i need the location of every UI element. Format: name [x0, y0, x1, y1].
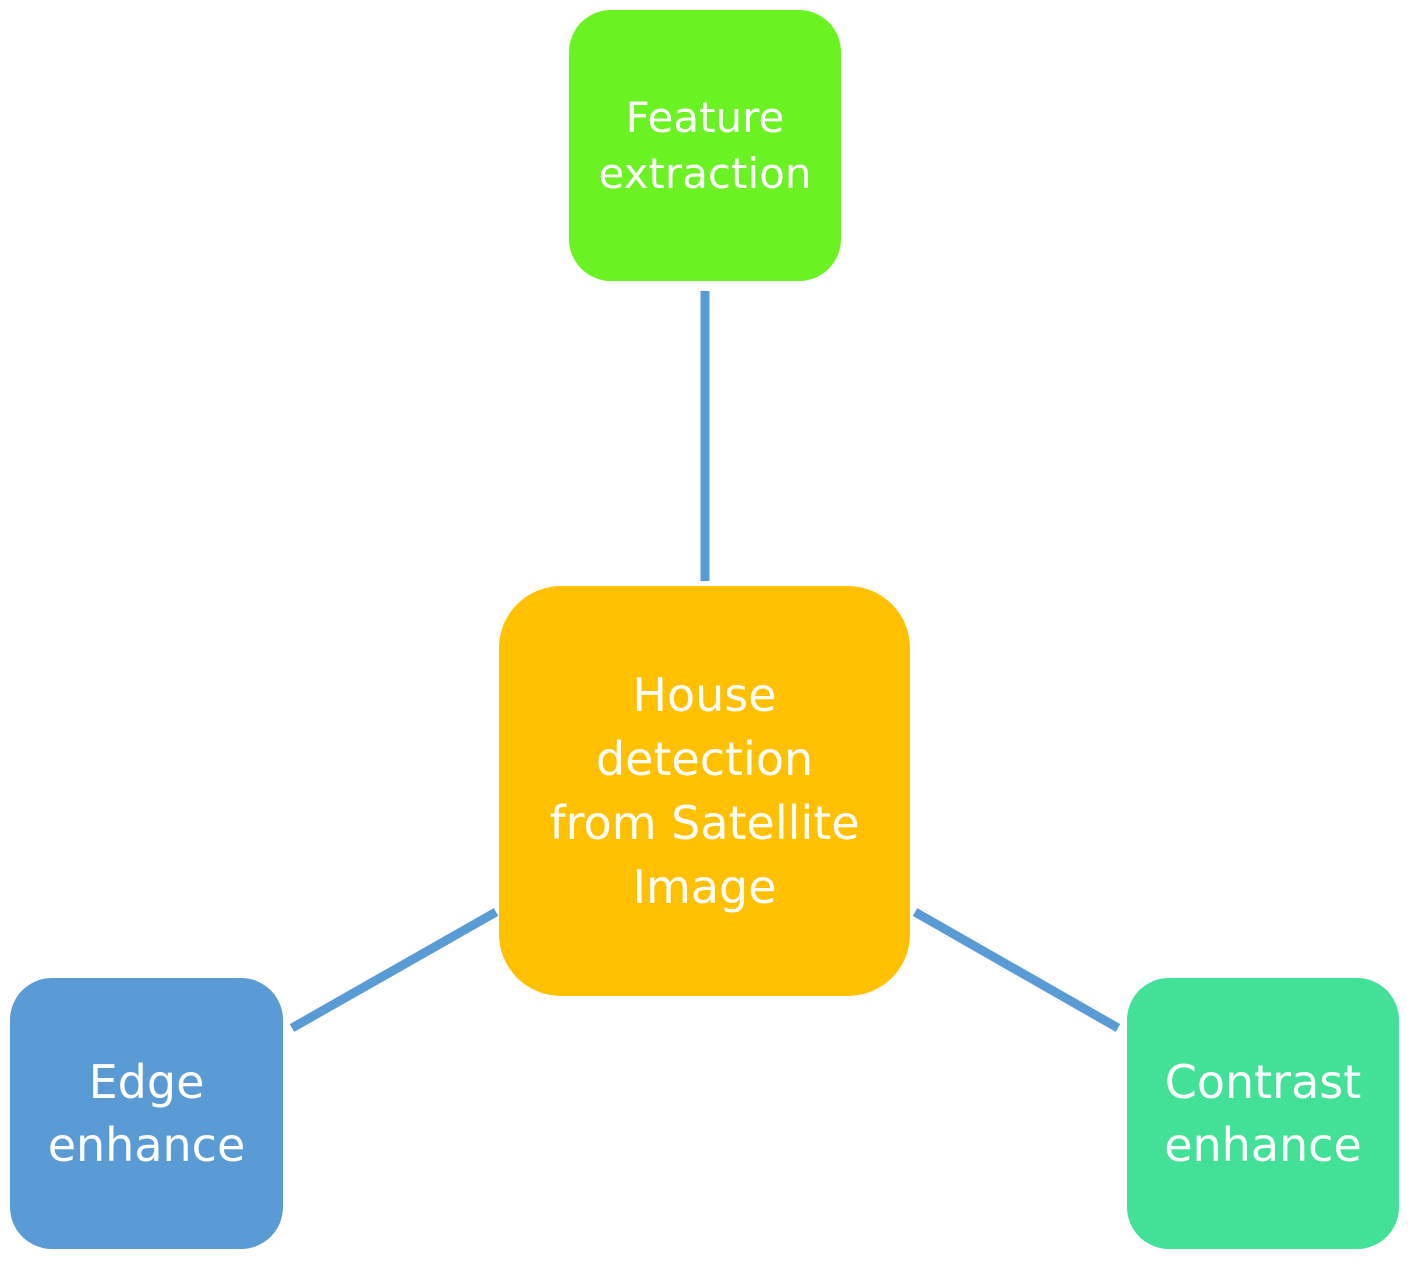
edge-enhance-label: Edge enhance	[47, 1054, 246, 1172]
feature-extraction-node: Feature extraction	[569, 10, 841, 281]
feature-extraction-label: Feature extraction	[598, 92, 812, 198]
connector-center-to-edge-enhance	[289, 908, 499, 1032]
connector-center-to-contrast-enhance	[912, 908, 1121, 1032]
contrast-enhance-label: Contrast enhance	[1164, 1054, 1362, 1172]
house-detection-center-node: House detection from Satellite Image	[499, 586, 910, 996]
house-detection-label: House detection from Satellite Image	[549, 668, 860, 914]
edge-enhance-node: Edge enhance	[10, 978, 283, 1249]
contrast-enhance-node: Contrast enhance	[1127, 978, 1399, 1249]
